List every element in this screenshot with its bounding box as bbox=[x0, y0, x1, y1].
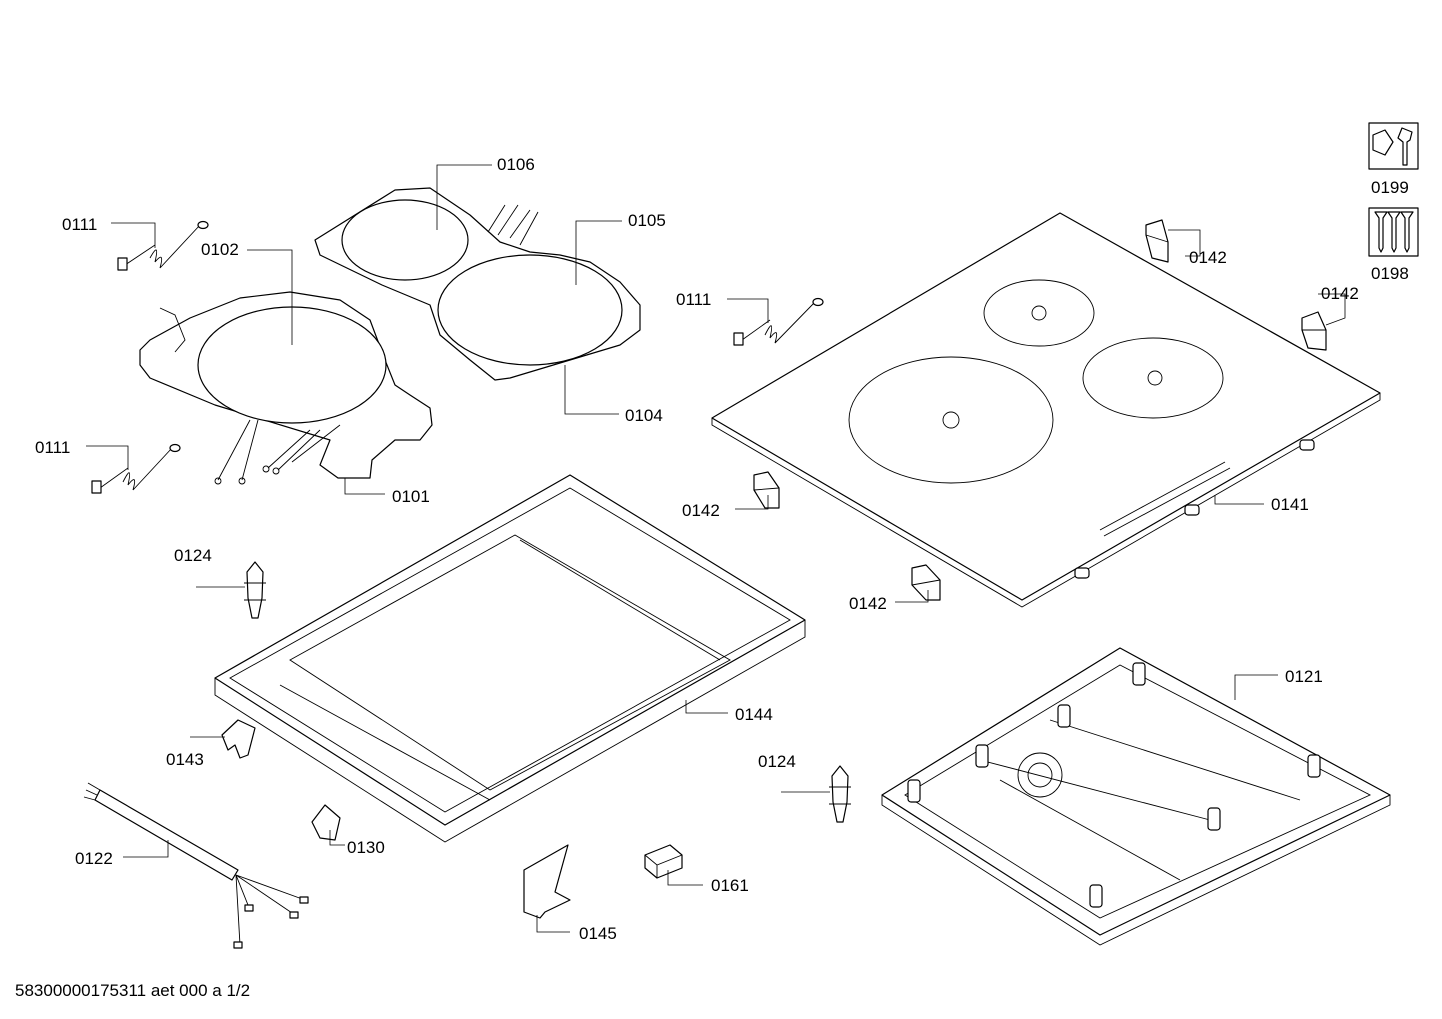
label-0142-b: 0142 bbox=[1321, 284, 1359, 303]
label-0111-bottom: 0111 bbox=[35, 438, 70, 457]
label-0130: 0130 bbox=[347, 838, 385, 857]
clip-0124-right bbox=[829, 765, 851, 823]
bracket-0142-b bbox=[1301, 311, 1327, 351]
label-0142-a: 0142 bbox=[1189, 248, 1227, 267]
ferrite-0161 bbox=[644, 844, 683, 879]
clip-0143 bbox=[221, 719, 256, 759]
label-0124-left: 0124 bbox=[174, 546, 212, 565]
label-0101: 0101 bbox=[392, 487, 430, 506]
clip-0130 bbox=[311, 804, 341, 841]
lower-housing-0121 bbox=[881, 647, 1391, 946]
label-0102: 0102 bbox=[201, 240, 239, 259]
bracket-0142-c bbox=[753, 471, 780, 509]
document-code: 58300000175311 aet 000 a 1/2 bbox=[15, 981, 251, 1000]
coil-plate-0102 bbox=[139, 291, 433, 485]
frame-0144 bbox=[214, 474, 806, 843]
part-labels: 0106 0105 0111 0102 0111 0104 0111 0101 … bbox=[35, 155, 1409, 943]
sensor-cable-0111-top bbox=[117, 220, 209, 271]
label-0198: 0198 bbox=[1371, 264, 1409, 283]
screws-icon bbox=[1368, 207, 1419, 257]
clip-0124-left bbox=[244, 561, 266, 619]
bracket-0142-a bbox=[1145, 219, 1169, 263]
label-0144: 0144 bbox=[735, 705, 773, 724]
bracket-0142-d bbox=[911, 564, 941, 601]
label-0142-d: 0142 bbox=[849, 594, 887, 613]
label-0143: 0143 bbox=[166, 750, 204, 769]
label-0111-top: 0111 bbox=[62, 215, 97, 234]
sensor-cable-0111-bottom bbox=[91, 443, 181, 494]
label-0142-c: 0142 bbox=[682, 501, 720, 520]
label-0161: 0161 bbox=[711, 876, 749, 895]
shield-0145 bbox=[523, 844, 571, 919]
label-0199: 0199 bbox=[1371, 178, 1409, 197]
label-0124-right: 0124 bbox=[758, 752, 796, 771]
glass-ceramic-top-0141 bbox=[711, 212, 1381, 608]
leader-lines bbox=[86, 164, 1346, 933]
mains-cable-0122 bbox=[83, 782, 309, 949]
label-0145: 0145 bbox=[579, 924, 617, 943]
label-0141: 0141 bbox=[1271, 495, 1309, 514]
label-0105: 0105 bbox=[628, 211, 666, 230]
label-0121: 0121 bbox=[1285, 667, 1323, 686]
wrench-icon bbox=[1368, 122, 1419, 170]
sensor-cable-0111-middle bbox=[733, 297, 824, 346]
label-0111-middle: 0111 bbox=[676, 290, 711, 309]
label-0122: 0122 bbox=[75, 849, 113, 868]
label-0104: 0104 bbox=[625, 406, 663, 425]
label-0106: 0106 bbox=[497, 155, 535, 174]
